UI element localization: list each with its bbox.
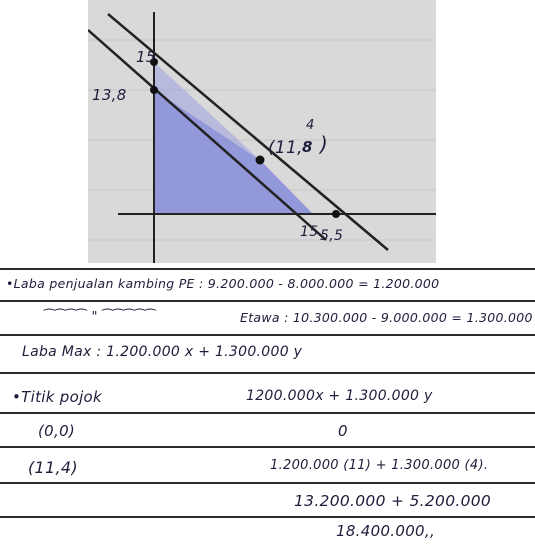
note-line-7: 13.200.000 + 5.200.000 [294, 492, 492, 510]
constraint-line-2 [88, 29, 327, 241]
label-point-y-over: 8 [302, 138, 313, 156]
grid-lines [88, 39, 436, 241]
label-end-b: 5,5 [320, 228, 344, 244]
label-13-8: 13,8 [92, 86, 127, 104]
rule-line [0, 334, 535, 336]
graph-drawing [88, 12, 436, 263]
rule-line [0, 516, 535, 518]
note-line-1: •Laba penjualan kambing PE : 9.200.000 -… [6, 276, 440, 291]
rule-line [0, 268, 535, 270]
constraint-line-1 [107, 13, 389, 251]
note-line-5-point: (0,0) [38, 422, 76, 440]
ditto-mark: ⁀⁀⁀⁀ " ⁀⁀⁀⁀⁀ [44, 310, 156, 325]
point-intersection [255, 155, 265, 165]
note-line-4-label: •Titik pojok [12, 388, 103, 406]
label-point-close: ) [320, 132, 329, 156]
rule-line [0, 446, 535, 448]
label-end: 15 [300, 224, 319, 240]
rule-line [0, 372, 535, 374]
note-line-3: Laba Max : 1.200.000 x + 1.300.000 y [22, 344, 303, 360]
feasible-region [154, 90, 313, 214]
label-point: (11, [268, 138, 303, 158]
point-y-13-8 [150, 86, 158, 94]
rule-line [0, 412, 535, 414]
label-point-y: 4 [306, 118, 315, 133]
note-line-8: 18.400.000,, [336, 522, 436, 540]
note-line-6-point: (11,4) [28, 458, 78, 477]
rule-line [0, 482, 535, 484]
note-line-5-value: 0 [338, 422, 348, 440]
note-line-6-calc: 1.200.000 (11) + 1.300.000 (4). [270, 458, 489, 473]
rule-line [0, 300, 535, 302]
point-y-15 [150, 58, 158, 66]
note-line-2: Etawa : 10.300.000 - 9.000.000 = 1.300.0… [240, 310, 533, 325]
label-15: 15 [136, 48, 156, 66]
feasible-region-top [154, 62, 260, 160]
graph-sketch: 15 13,8 (11, 8 4 ) 15 5,5 [88, 0, 436, 263]
point-x-intercept [332, 210, 340, 218]
note-line-4-formula: 1200.000x + 1.300.000 y [246, 388, 433, 404]
